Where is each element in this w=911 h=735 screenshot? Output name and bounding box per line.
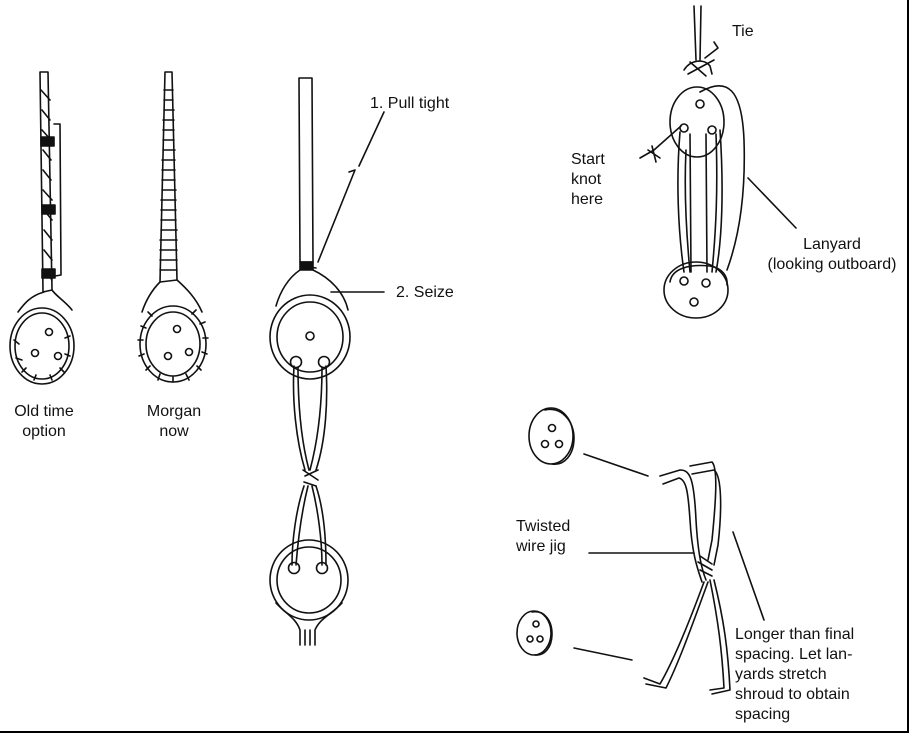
label-twisted-wire-jig: Twisted wire jig	[516, 517, 570, 557]
label-pull-tight: 1. Pull tight	[370, 94, 449, 114]
label-longer-than-final-spacing: Longer than final spacing. Let lan- yard…	[735, 625, 854, 725]
pull-tight-leader	[359, 112, 384, 166]
morgan-deadeye-figure	[138, 72, 208, 382]
label-morgan-now: Morgan now	[137, 402, 211, 442]
label-tie: Tie	[732, 22, 754, 42]
label-lanyard: Lanyard (looking outboard)	[752, 235, 911, 275]
label-seize: 2. Seize	[396, 283, 454, 303]
old-time-deadeye-figure	[10, 72, 74, 384]
longer-than-final-leader	[733, 532, 764, 620]
label-old-time-option: Old time option	[6, 402, 82, 442]
centre-lanyard-figure	[270, 78, 355, 645]
lanyard-rig-figure	[640, 6, 744, 318]
label-start-knot-here: Start knot here	[571, 150, 605, 210]
lanyard-leader	[748, 178, 796, 228]
